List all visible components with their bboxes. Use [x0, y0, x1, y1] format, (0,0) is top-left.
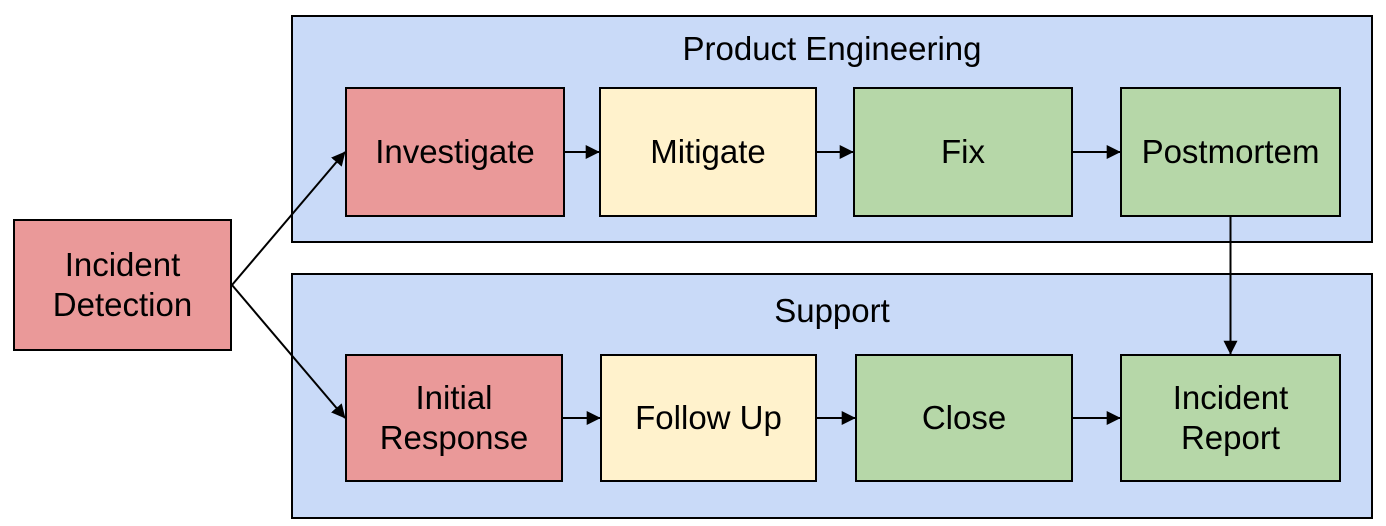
node-label-fix: Fix — [941, 133, 985, 171]
node-label-follow-up: Follow Up — [635, 399, 782, 437]
node-incident-report: Incident Report — [1120, 354, 1341, 482]
lane-title-support: Support — [774, 292, 890, 329]
node-close: Close — [855, 354, 1073, 482]
node-incident-detection: Incident Detection — [13, 219, 232, 351]
node-label-postmortem: Postmortem — [1141, 133, 1320, 171]
node-postmortem: Postmortem — [1120, 87, 1341, 217]
node-label-mitigate: Mitigate — [650, 133, 766, 171]
node-label-close: Close — [921, 399, 1007, 437]
node-investigate: Investigate — [345, 87, 565, 217]
node-label-initial-response: Initial Response — [379, 379, 529, 456]
lane-title-product-engineering: Product Engineering — [682, 30, 982, 67]
node-label-incident-report: Incident Report — [1172, 379, 1289, 456]
node-initial-response: Initial Response — [345, 354, 563, 482]
node-fix: Fix — [853, 87, 1073, 217]
node-label-investigate: Investigate — [375, 133, 535, 171]
node-label-incident-detection: Incident Detection — [52, 246, 193, 323]
node-follow-up: Follow Up — [600, 354, 817, 482]
node-mitigate: Mitigate — [599, 87, 817, 217]
